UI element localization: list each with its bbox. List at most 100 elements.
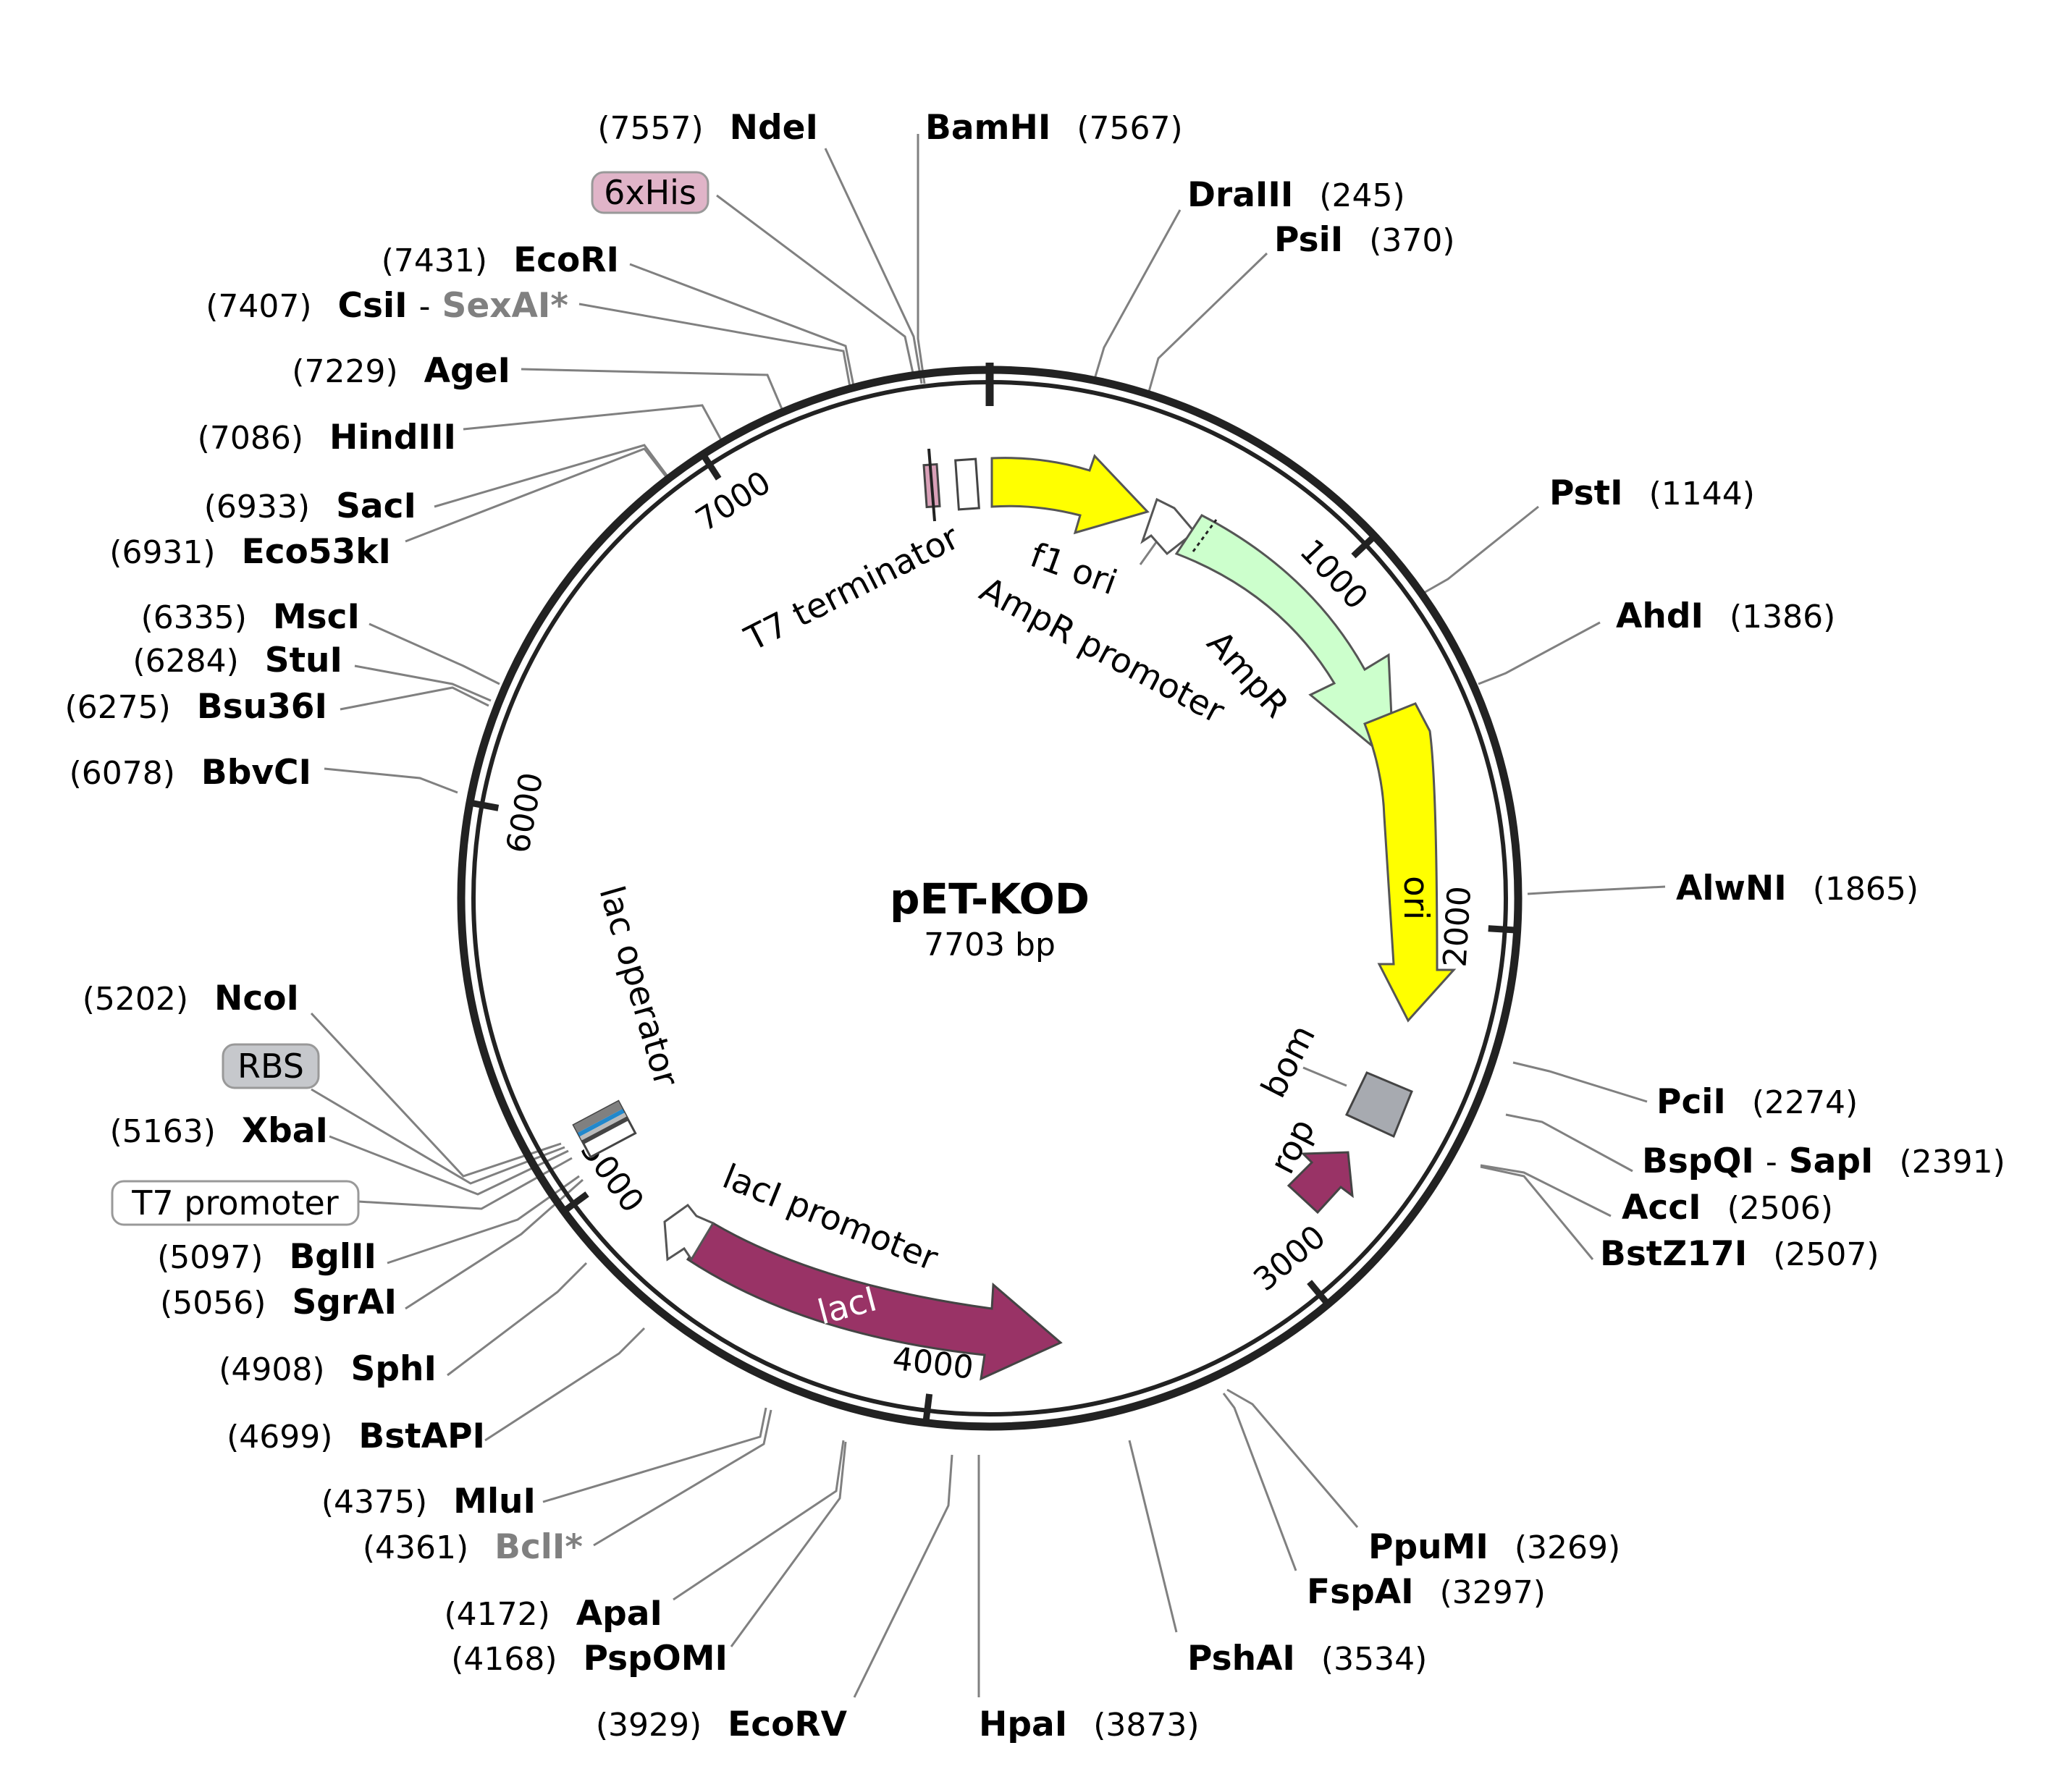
enzyme-bspqi: BspQI-SapI(2391) [1642, 1141, 2005, 1181]
enzyme-ecorv: (3929)EcoRV [596, 1705, 848, 1744]
bom-label: bom [1254, 1018, 1323, 1104]
leader-ndei [824, 148, 923, 384]
leader-bcli [593, 1409, 772, 1547]
tag-6xhis: 6xHis [591, 171, 709, 214]
enzyme-pcii: PciI(2274) [1656, 1082, 1858, 1122]
laci-promoter-arrow [663, 1203, 715, 1262]
leader-saci [434, 444, 671, 508]
leader-6xhis [716, 194, 915, 377]
leader-csii [578, 303, 852, 392]
enzyme-bstz17i: BstZ17I(2507) [1600, 1234, 1879, 1274]
tick-5000 [562, 1191, 589, 1215]
tick-label-3000: 3000 [1247, 1218, 1333, 1299]
f1-ori-arrow [990, 454, 1150, 535]
leader-stui [354, 664, 492, 702]
t7-terminator-label: T7 terminator [738, 518, 966, 660]
tick-4000 [922, 1393, 933, 1424]
enzyme-hpai: HpaI(3873) [979, 1705, 1200, 1744]
leader-sgrai [405, 1178, 584, 1310]
leader-lines [310, 134, 1666, 1698]
enzyme-msci: (6335)MscI [141, 597, 360, 637]
tag-6xhis-text: 6xHis [604, 173, 696, 212]
ampr-promoter-arrow [1140, 497, 1197, 556]
enzyme-bamhi: BamHI(7567) [925, 108, 1183, 148]
enzyme-bcli: (4361)BclI* [363, 1527, 583, 1567]
lac-operator-label: lac operator [591, 882, 686, 1091]
ori-arrow [1363, 702, 1457, 1023]
plasmid-size: 7703 bp [924, 926, 1056, 963]
leader-bstapi [484, 1327, 646, 1442]
leader-ecori [629, 263, 856, 390]
lac-operator-box [572, 1099, 637, 1159]
tag-rbs-box [222, 1043, 320, 1089]
tick-label-7000: 7000 [689, 464, 778, 539]
enzyme-pspomi: (4168)PspOMI [451, 1639, 728, 1678]
enzyme-saci: (6933)SacI [204, 486, 416, 526]
enzyme-agei: (7229)AgeI [292, 351, 510, 391]
leader-sphi [447, 1262, 588, 1377]
laci-arrow [686, 1222, 1063, 1381]
ori-label: ori [1396, 876, 1436, 920]
enzyme-csii: (7407)CsiI-SexAI* [206, 286, 568, 326]
tag-t7-promoter-box [111, 1180, 360, 1226]
leader-psii [1146, 252, 1268, 397]
enzyme-hindiii: (7086)HindIII [198, 418, 456, 457]
tag-rbs-text: RBS [237, 1047, 304, 1086]
leader-rbs [311, 1088, 565, 1185]
bom-box [1344, 1071, 1413, 1139]
leader-alwni [1527, 885, 1666, 895]
leader-msci [369, 622, 500, 685]
leader-agei [521, 368, 783, 410]
leader-pspomi [730, 1441, 847, 1647]
enzyme-psii: PsiI(370) [1274, 220, 1455, 260]
leader-mlui [542, 1407, 767, 1503]
enzyme-xbai: (5163)XbaI [110, 1111, 328, 1151]
enzyme-ahdi: AhdI(1386) [1616, 596, 1835, 636]
f1-ori-label: f1 ori [1025, 536, 1122, 604]
leader-ecorv [853, 1454, 953, 1698]
leader-psti [1422, 505, 1539, 595]
enzyme-bglii: (5097)BglII [157, 1237, 376, 1277]
tag-rbs: RBS [222, 1043, 320, 1089]
leader-apai [673, 1440, 845, 1601]
tag-t7-promoter: T7 promoter [111, 1180, 360, 1226]
enzyme-ppumi: PpuMI(3269) [1368, 1527, 1620, 1567]
enzyme-alwni: AlwNI(1865) [1676, 869, 1919, 908]
leader-acci [1480, 1164, 1612, 1217]
tick-7000 [700, 452, 722, 481]
tick-label-6000: 6000 [500, 769, 550, 856]
t7-terminator-tick [927, 448, 936, 522]
plasmid-name: pET-KOD [890, 874, 1090, 924]
enzyme-draiii: DraIII(245) [1187, 175, 1405, 215]
leader-bstz17i [1480, 1165, 1594, 1260]
leader-amprpromoter [1139, 539, 1160, 565]
leader-ahdi [1478, 621, 1601, 685]
tick-label-2000: 2000 [1436, 885, 1478, 968]
enzyme-sgrai: (5056)SgrAI [160, 1283, 397, 1322]
leader-hindiii [463, 404, 725, 446]
enzyme-bbvci: (6078)BbvCI [70, 753, 311, 793]
ampr-arrow [1174, 514, 1395, 767]
tick-3000 [1307, 1280, 1331, 1306]
enzyme-eco53ki: (6931)Eco53kI [109, 532, 391, 572]
leader-bspqi [1505, 1113, 1633, 1173]
enzyme-sphi: (4908)SphI [219, 1349, 437, 1389]
leader-bsu36i [340, 686, 489, 711]
enzyme-pshai: PshAI(3534) [1187, 1639, 1427, 1678]
features [572, 448, 1457, 1381]
tick-1000 [1351, 533, 1377, 559]
enzyme-bsu36i: (6275)Bsu36I [65, 687, 327, 727]
enzyme-bstapi: (4699)BstAPI [227, 1416, 485, 1456]
leader-draiii [1092, 209, 1182, 384]
enzyme-ncoi: (5202)NcoI [83, 979, 299, 1018]
tag-t7-promoter-text: T7 promoter [131, 1183, 339, 1223]
leader-eco53ki [405, 447, 671, 543]
leader-bglii [387, 1175, 580, 1264]
leader-bamhi [917, 134, 926, 384]
leader-bom [1302, 1066, 1347, 1087]
enzyme-acci: AccI(2506) [1622, 1188, 1833, 1228]
tick-2000 [1488, 925, 1517, 934]
enzyme-ecori: (7431)EcoRI [382, 240, 619, 280]
leader-pcii [1512, 1061, 1648, 1103]
